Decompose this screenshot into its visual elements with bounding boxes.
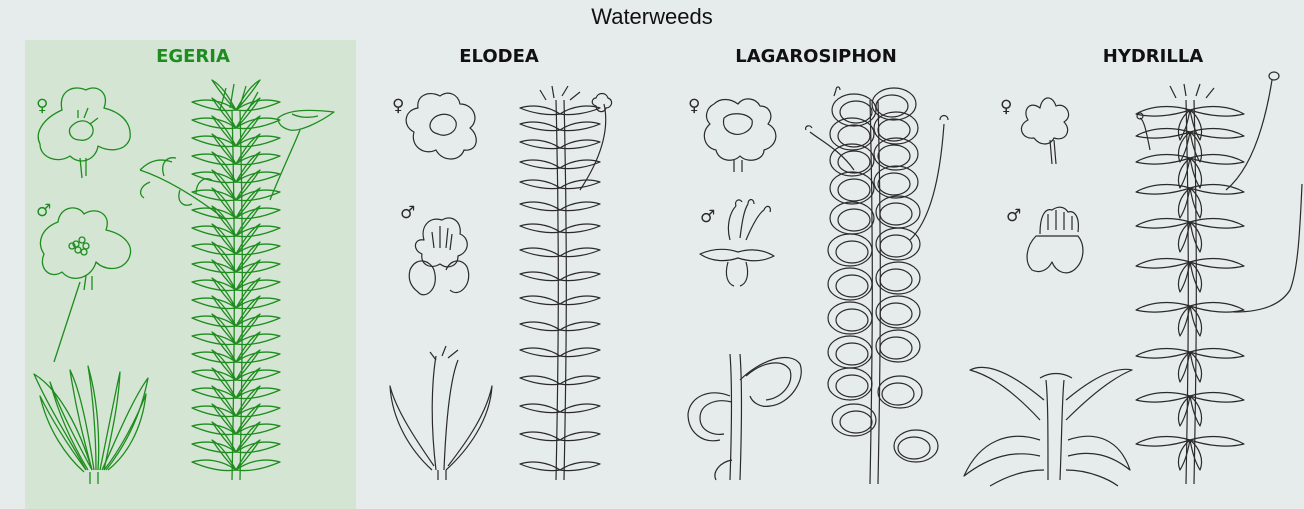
female-flower-icon xyxy=(1021,98,1068,164)
leaf-whorl-icon xyxy=(390,346,492,480)
female-flower-icon xyxy=(704,99,776,172)
leaf-whorl-icon xyxy=(688,354,801,480)
female-flower-icon xyxy=(38,88,130,178)
plant-stem-icon xyxy=(806,87,948,484)
leaf-whorl-icon xyxy=(964,367,1132,486)
plant-stem-icon xyxy=(1136,72,1302,484)
plant-stem-icon xyxy=(520,86,612,480)
male-flower-icon xyxy=(1027,207,1083,273)
leaf-whorl-icon xyxy=(34,366,148,484)
male-flower-icon xyxy=(700,200,774,287)
male-flower-icon xyxy=(409,218,468,295)
plant-stem-icon xyxy=(140,80,334,480)
female-flower-icon xyxy=(406,93,476,159)
male-flower-icon xyxy=(40,208,130,362)
